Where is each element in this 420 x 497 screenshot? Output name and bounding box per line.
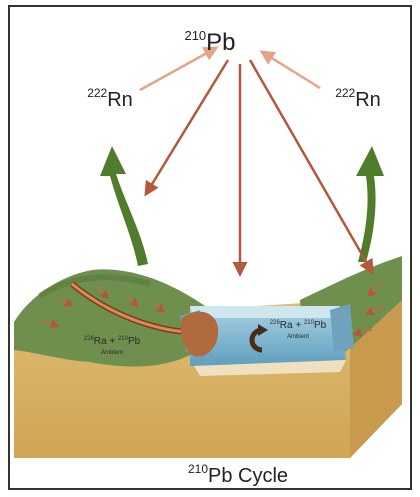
diagram-caption: 210Pb Cycle [188,462,288,487]
right-rn-to-pb-arrow [262,52,320,88]
right-rock [330,304,354,352]
left-rn-to-pb-arrow [140,48,216,90]
right-radon-emanation-arrow [356,146,384,262]
pb-210-label: 210Pb [184,28,235,56]
lake-surface [190,306,340,318]
rn-222-right-label: 222Rn [335,86,381,111]
left-radon-emanation-arrow [100,146,148,266]
rn-222-left-label: 222Rn [87,86,133,111]
water-ambient-label: Ambient [287,334,309,340]
soil-ambient-label: Ambient [101,350,123,356]
